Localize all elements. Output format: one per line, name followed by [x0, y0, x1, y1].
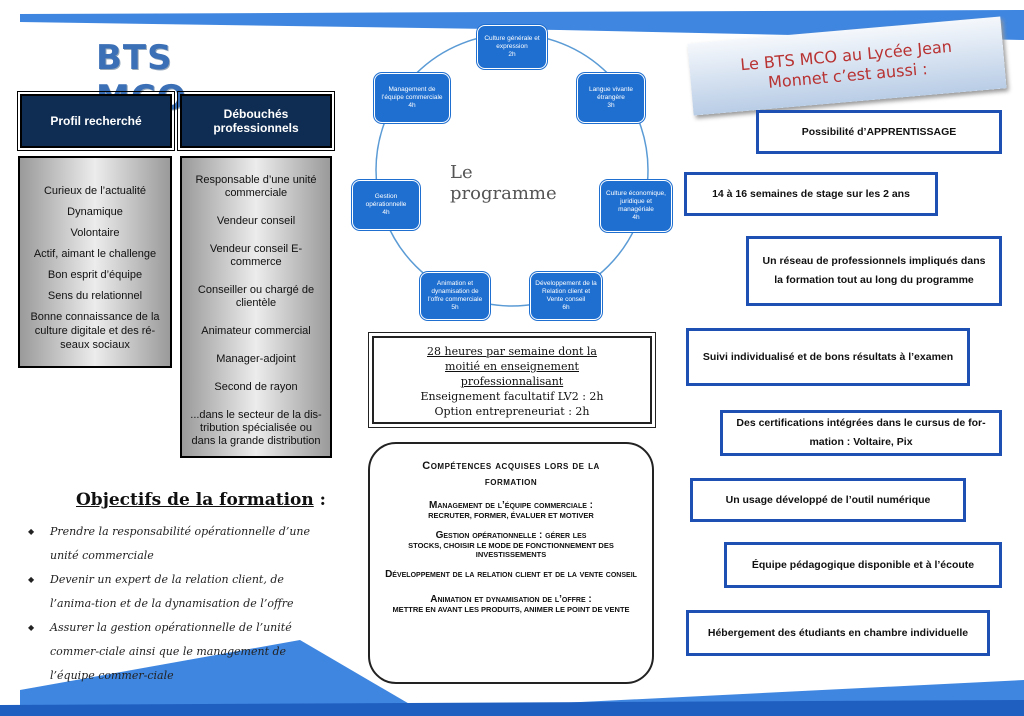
objectif-item: ◆ Assurer la gestion opérationnelle de l’… — [28, 616, 328, 688]
programme-node-gestion: Gestion opérationnelle 4h — [352, 180, 420, 230]
debouches-panel: Responsable d’une unité commerciale Vend… — [180, 156, 332, 458]
node-hours: 4h — [382, 209, 390, 216]
aussi-ribbon-text: Le BTS MCO au Lycée Jean Monnet c’est au… — [739, 36, 953, 92]
competence-title: Développement de la relation client et d… — [385, 569, 637, 580]
objectif-text: Devenir un expert de la relation client,… — [50, 573, 294, 610]
competence-desc: mettre en avant les produits, animer le … — [392, 605, 630, 614]
objectifs-title-suffix: : — [313, 490, 326, 510]
programme-node-relation-client: Développement de la Relation client et V… — [530, 272, 602, 320]
node-hours: 3h — [607, 102, 615, 109]
node-label: Management de l’équipe commerciale — [381, 86, 443, 101]
competence-title: Management de l’équipe commerciale : — [429, 500, 593, 511]
debouches-list: Responsable d’une unité commerciale Vend… — [188, 174, 324, 448]
debouches-item: Conseiller ou chargé de clientèle — [197, 284, 315, 309]
diamond-bullet-icon: ◆ — [28, 527, 35, 536]
node-label: Culture générale et expression — [484, 35, 540, 50]
profil-item: Sens du relationnel — [47, 290, 143, 302]
feature-apprentissage: Possibilité d’APPRENTISSAGE — [756, 110, 1002, 154]
node-label: Gestion opérationnelle — [365, 193, 407, 208]
debouches-header: Débouchés professionnels — [177, 91, 335, 151]
node-hours: 6h — [562, 304, 570, 311]
debouches-item: Second de rayon — [214, 381, 298, 393]
objectifs-list: ◆ Prendre la responsabilité opérationnell… — [28, 520, 328, 688]
feature-suivi: Suivi individualisé et de bons résultats… — [686, 328, 970, 386]
feature-equipe: Équipe pédagogique disponible et à l’éco… — [724, 542, 1002, 588]
competence-desc: stocks, choisir le mode de fonctionnemen… — [408, 541, 614, 559]
node-hours: 2h — [508, 51, 516, 58]
node-hours: 5h — [451, 304, 459, 311]
profil-item: Actif, aimant le challenge — [33, 248, 157, 260]
programme-title: Le programme — [450, 162, 557, 204]
feature-reseau: Un réseau de professionnels impliqués da… — [746, 236, 1002, 306]
debouches-item: ...dans le secteur de la dis-tribution s… — [190, 409, 322, 447]
node-label: Développement de la Relation client et V… — [535, 280, 597, 303]
diamond-bullet-icon: ◆ — [28, 623, 35, 632]
debouches-item: Vendeur conseil — [216, 215, 296, 227]
profil-item: Bon esprit d’équipe — [47, 269, 143, 281]
hours-box: 28 heures par semaine dont la moitié en … — [368, 332, 656, 428]
profil-item: Volontaire — [70, 227, 120, 239]
hours-option: Option entrepreneuriat : 2h — [434, 405, 590, 418]
profil-item: Dynamique — [67, 206, 123, 218]
profil-item: Bonne connaissance de la culture digital… — [30, 311, 160, 351]
debouches-item: Responsable d’une unité commerciale — [195, 174, 317, 199]
profil-list: Curieux de l’actualité Dynamique Volonta… — [26, 184, 164, 352]
diamond-bullet-icon: ◆ — [28, 575, 35, 584]
debouches-item: Manager-adjoint — [216, 353, 296, 365]
competence-title: Gestion opérationnelle : gérer les — [435, 530, 587, 541]
objectif-item: ◆ Devenir un expert de la relation client… — [28, 568, 328, 616]
programme-node-animation: Animation et dynamisation de l’offre com… — [420, 272, 490, 320]
hours-main: 28 heures par semaine dont la moitié en … — [427, 345, 597, 388]
node-label: Langue vivante étrangère — [588, 86, 634, 101]
feature-certifications: Des certifications intégrées dans le cur… — [720, 410, 1002, 456]
competences-box: Compétences acquises lors de la formatio… — [368, 442, 654, 684]
node-hours: 4h — [408, 102, 416, 109]
programme-node-langue-vivante: Langue vivante étrangère 3h — [577, 73, 645, 123]
profil-header: Profil recherché — [17, 91, 175, 151]
objectifs-title-text: Objectifs de la formation — [76, 490, 314, 510]
debouches-item: Vendeur conseil E-commerce — [209, 243, 303, 268]
hours-lv2: Enseignement facultatif LV2 : 2h — [420, 390, 604, 403]
programme-node-management: Management de l’équipe commerciale 4h — [374, 73, 450, 123]
competence-desc: recruter, former, évaluer et motiver — [428, 511, 594, 520]
competence-title: Animation et dynamisation de l’offre : — [430, 594, 592, 605]
profil-item: Curieux de l’actualité — [43, 185, 147, 197]
feature-hebergement: Hébergement des étudiants en chambre ind… — [686, 610, 990, 656]
programme-node-culture-economique: Culture économique, juridique et managér… — [600, 180, 672, 232]
objectif-text: Prendre la responsabilité opérationnelle… — [50, 525, 311, 562]
debouches-item: Animateur commercial — [201, 325, 311, 337]
profil-panel: Curieux de l’actualité Dynamique Volonta… — [18, 156, 172, 368]
node-label: Animation et dynamisation de l’offre com… — [427, 280, 483, 303]
node-label: Culture économique, juridique et managér… — [606, 190, 666, 213]
objectif-text: Assurer la gestion opérationnelle de l’u… — [50, 621, 292, 682]
objectif-item: ◆ Prendre la responsabilité opérationnell… — [28, 520, 328, 568]
competences-title: Compétences acquises lors de la formatio… — [422, 460, 600, 488]
feature-stage: 14 à 16 semaines de stage sur les 2 ans — [684, 172, 938, 216]
programme-node-culture-generale: Culture générale et expression 2h — [477, 25, 547, 69]
objectifs-title: Objectifs de la formation : — [76, 490, 336, 510]
feature-numerique: Un usage développé de l’outil numérique — [690, 478, 966, 522]
node-hours: 4h — [632, 214, 640, 221]
